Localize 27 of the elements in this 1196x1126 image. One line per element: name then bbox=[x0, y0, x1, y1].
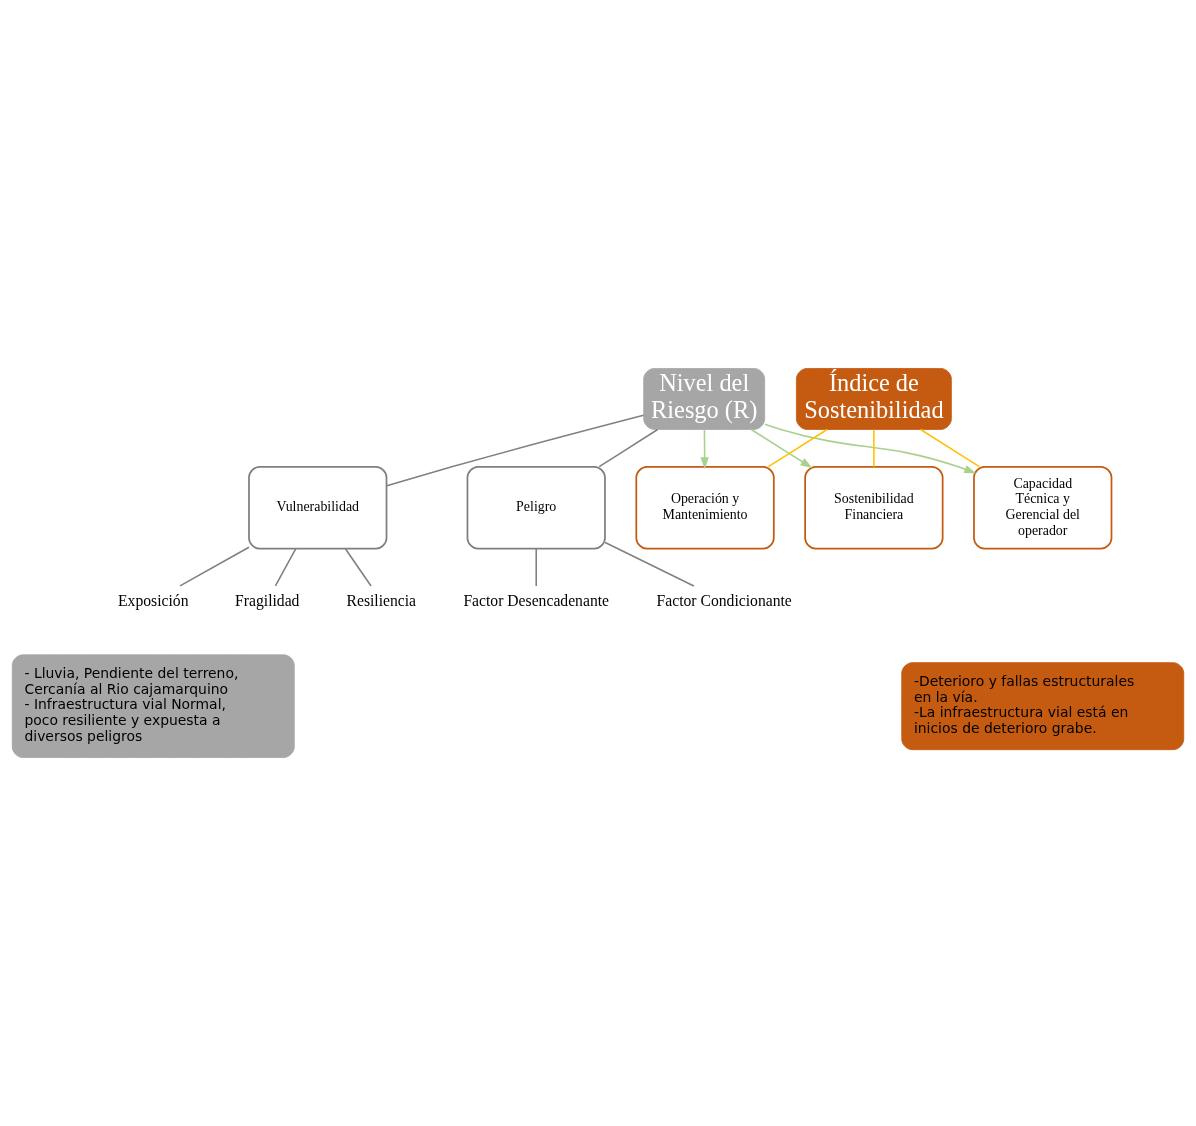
node-box: Vulnerabilidad bbox=[248, 465, 388, 550]
node-text: Factor Condicionante bbox=[656, 591, 792, 609]
node-text: Exposición bbox=[118, 591, 189, 609]
connector bbox=[274, 548, 297, 587]
node-box: Peligro bbox=[466, 465, 606, 550]
connector bbox=[767, 428, 828, 468]
connector bbox=[919, 428, 981, 468]
connector bbox=[535, 548, 537, 587]
node-box: Nivel del Riesgo (R) bbox=[643, 368, 766, 430]
node-box: Operación y Mantenimiento bbox=[635, 465, 775, 550]
node-box: Índice de Sostenibilidad bbox=[796, 368, 952, 430]
connector bbox=[179, 546, 250, 587]
node-box: -Deterioro y fallas estructurales en la vía. -La infraestructura vial está en inicios de deterioro grabe. bbox=[901, 662, 1185, 751]
node-box: Capacidad Técnica y Gerencial del operador bbox=[973, 465, 1113, 550]
connector bbox=[344, 548, 372, 587]
node-text: Factor Desencadenante bbox=[463, 591, 610, 609]
node-box: - Lluvia, Pendiente del terreno, Cercanía al Rio cajamarquino - Infraestructura vial Normal, poco resiliente y expuesta a diversos peligros bbox=[11, 654, 295, 758]
node-text: Resiliencia bbox=[346, 591, 417, 609]
connector bbox=[873, 428, 875, 468]
node-box: Sostenibilidad Financiera bbox=[804, 465, 944, 550]
arrow bbox=[764, 423, 977, 474]
arrow bbox=[700, 428, 709, 470]
connector bbox=[386, 414, 645, 487]
arrow bbox=[750, 428, 813, 468]
node-text: Fragilidad bbox=[235, 591, 300, 609]
connector bbox=[604, 541, 695, 587]
connector bbox=[598, 428, 659, 468]
